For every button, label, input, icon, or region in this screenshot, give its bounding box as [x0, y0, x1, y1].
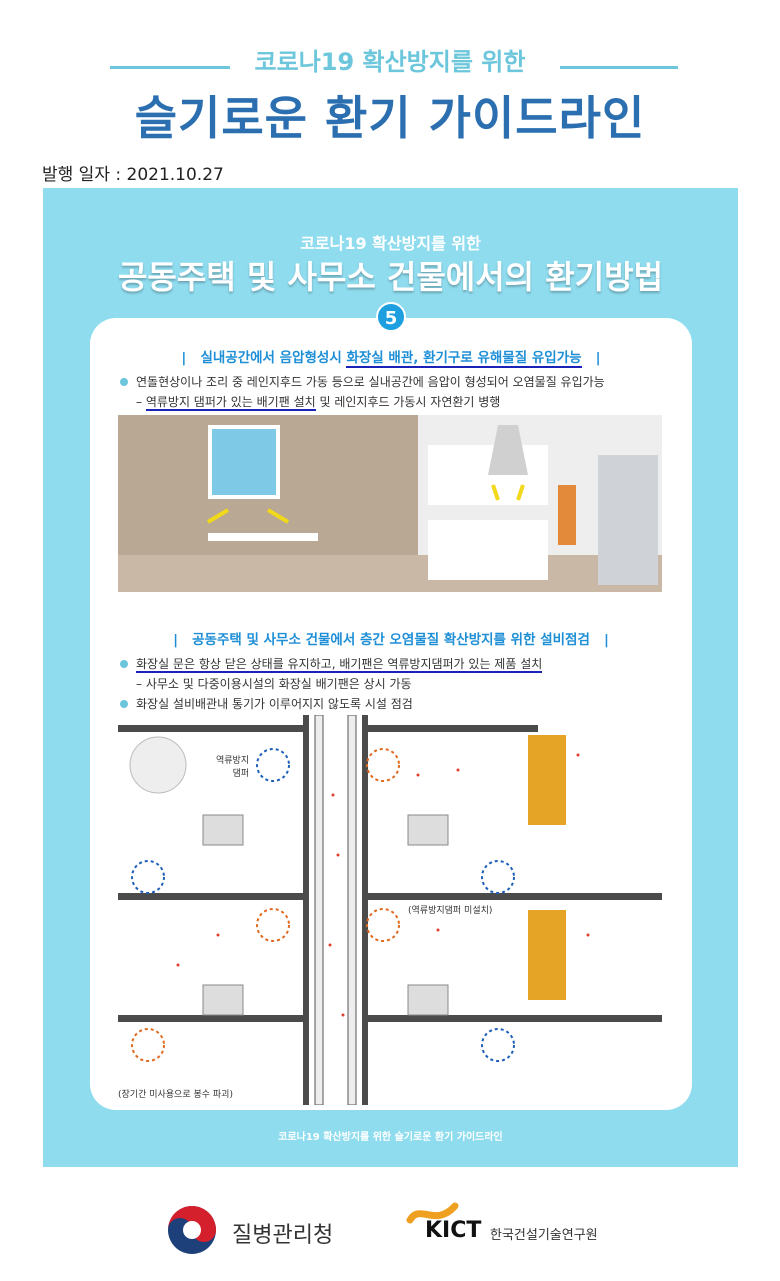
kitchen-illustration: [118, 415, 662, 592]
trap-label: (장기간 미사용으로 봉수 파괴): [118, 1090, 233, 1100]
heading-text: 실내공간에서 음압형성시: [200, 350, 347, 366]
bullet-text: 연돌현상이나 조리 중 레인지후드 가동 등으로 실내공간에 음압이 형성되어 …: [136, 375, 605, 389]
poster-footer: 코로나19 확산방지를 위한 슬기로운 환기 가이드라인: [278, 1132, 503, 1143]
divider: [560, 66, 678, 69]
kict-name: 한국건설기술연구원: [490, 1228, 598, 1243]
publish-date: 발행 일자 : 2021.10.27: [42, 165, 224, 185]
divider: [110, 66, 230, 69]
bar: |: [181, 350, 187, 366]
section1-sub: – 역류방지 댐퍼가 있는 배기팬 설치 및 레인지후드 가동시 자연환기 병행: [136, 393, 501, 411]
sub-text: 및 레인지후드 가동시 자연환기 병행: [315, 395, 501, 409]
heading-underlined: 화장실 배관, 환기구로 유해물질 유입가능: [346, 350, 582, 368]
poster: 코로나19 확산방지를 위한 공동주택 및 사무소 건물에서의 환기방법 5 |…: [43, 188, 738, 1167]
page-title: 슬기로운 환기 가이드라인: [134, 91, 646, 145]
kdca-logo-text: 질병관리청: [232, 1223, 334, 1248]
section2-bullet1: 화장실 문은 항상 닫은 상태를 유지하고, 배기팬은 역류방지댐퍼가 있는 제…: [120, 655, 543, 673]
bullet-text: 화장실 설비배관내 통기가 이루어지지 않도록 시설 점검: [136, 697, 413, 711]
section2-sub: – 사무소 및 다중이용시설의 화장실 배기팬은 상시 가동: [136, 677, 412, 691]
kict-logo-icon: [405, 1198, 460, 1228]
section1-heading: | 실내공간에서 음압형성시 화장실 배관, 환기구로 유해물질 유입가능 |: [90, 346, 692, 368]
sub-underlined: 역류방지 댐퍼가 있는 배기팬 설치: [145, 395, 316, 411]
heading-text: 공동주택 및 사무소 건물에서 층간 오염물질 확산방지를 위한 설비점검: [192, 632, 590, 648]
bullet-text: 화장실 문은 항상 닫은 상태를 유지하고, 배기팬은 역류방지댐퍼가 있는 제…: [136, 657, 543, 673]
header-subtitle: 코로나19 확산방지를 위한: [254, 48, 526, 76]
bar: |: [173, 632, 178, 648]
section2-heading: | 공동주택 및 사무소 건물에서 층간 오염물질 확산방지를 위한 설비점검 …: [90, 628, 692, 648]
section1-bullet: 연돌현상이나 조리 중 레인지후드 가동 등으로 실내공간에 음압이 형성되어 …: [120, 373, 605, 390]
building-diagram: 역류방지 댐퍼 (역류방지댐퍼 미설치) (장기간 미사용으로 봉수 파괴): [118, 714, 662, 1106]
section2-bullet2: 화장실 설비배관내 통기가 이루어지지 않도록 시설 점검: [120, 695, 413, 712]
poster-subtitle: 코로나19 확산방지를 위한: [300, 234, 481, 253]
damper-label: 역류방지 댐퍼: [216, 756, 250, 779]
bar: |: [595, 350, 601, 366]
content-card: 5 | 실내공간에서 음압형성시 화장실 배관, 환기구로 유해물질 유입가능 …: [90, 302, 692, 1110]
dash: –: [136, 395, 146, 409]
poster-title: 공동주택 및 사무소 건물에서의 환기방법: [117, 258, 664, 296]
bar: |: [604, 632, 609, 648]
step-number-badge: 5: [376, 302, 406, 332]
kict-logo-text: KICT: [425, 1218, 482, 1243]
no-damper-label: (역류방지댐퍼 미설치): [408, 906, 493, 916]
kdca-logo-icon: [167, 1205, 217, 1255]
